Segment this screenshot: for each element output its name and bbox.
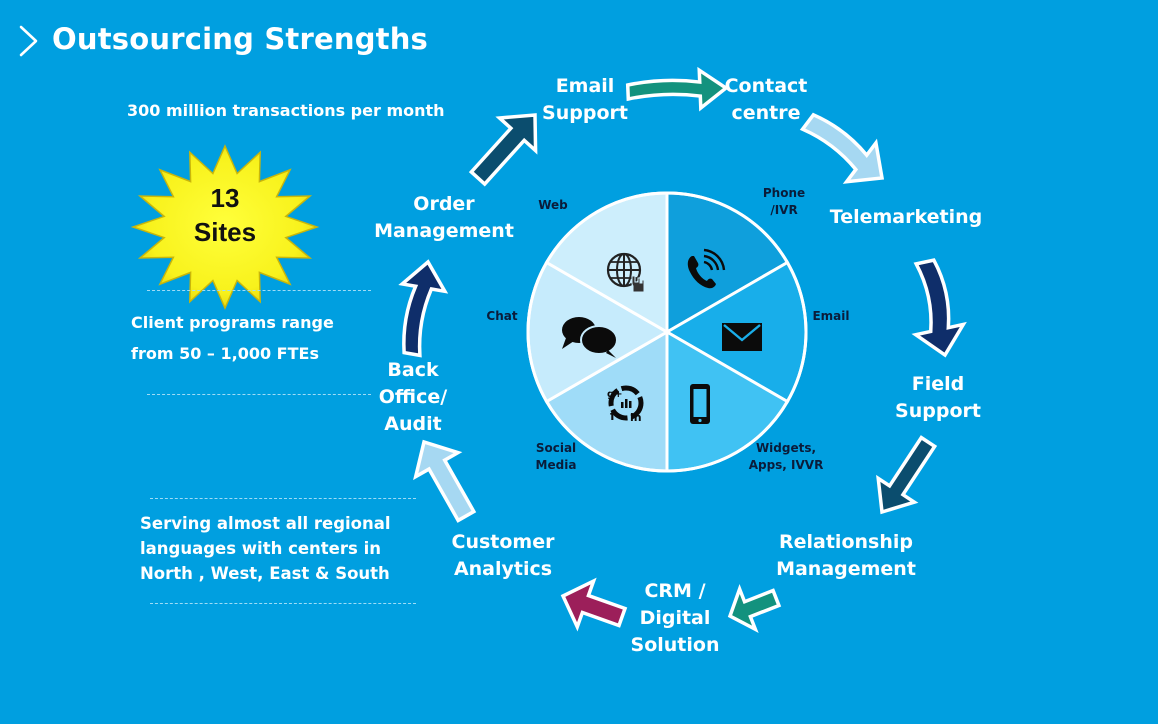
phone-icon <box>687 248 726 289</box>
chat-bubbles-icon <box>562 317 618 358</box>
pie-label-email: Email <box>812 309 850 323</box>
divider <box>147 394 371 395</box>
arrow-analytics-to-back-icon <box>413 439 477 523</box>
pie-outline <box>526 191 808 473</box>
envelope-icon <box>722 323 762 351</box>
pie-label-web: Web <box>538 198 568 212</box>
pie-label-phone-ivr: Phone/IVR <box>762 186 806 217</box>
node-telemarketing: Telemarketing <box>829 206 983 228</box>
pie-label-widgets-apps-ivvr: Widgets,Apps, IVVR <box>748 441 824 472</box>
sites-badge: 13 Sites <box>130 142 320 312</box>
divider <box>150 603 416 604</box>
languages-line-3: North , West, East & South <box>140 564 390 583</box>
arrow-contact-to-telemarketing-icon <box>799 112 885 184</box>
pie-label-chat: Chat <box>486 309 518 323</box>
svg-text:in: in <box>630 411 642 424</box>
client-programs-line-2: from 50 – 1,000 FTEs <box>131 344 319 363</box>
starburst-icon <box>130 144 320 310</box>
arrow-back-to-order-icon <box>398 259 449 358</box>
arrow-crm-to-analytics-icon <box>560 577 628 632</box>
divider <box>147 290 371 291</box>
smartphone-icon <box>690 384 710 424</box>
svg-text:g+: g+ <box>607 389 623 400</box>
divider <box>150 498 416 499</box>
languages-line-1: Serving almost all regional <box>140 514 391 533</box>
client-programs-line-1: Client programs range <box>131 313 334 332</box>
web-globe-icon <box>606 252 645 293</box>
languages-line-2: languages with centers in <box>140 539 381 558</box>
svg-text:f: f <box>610 409 616 423</box>
arrow-field-to-relationship-icon <box>876 435 938 515</box>
arrow-email-to-contact-icon <box>625 66 729 112</box>
chevron-right-icon <box>19 25 38 57</box>
arrow-order-to-email-icon <box>468 113 538 187</box>
social-media-icon: g+ f in <box>607 385 644 424</box>
arrow-telemarketing-to-field-icon <box>911 258 967 358</box>
arrow-relationship-to-crm-icon <box>727 584 782 633</box>
sites-label: Sites <box>193 217 257 247</box>
transactions-stat: 300 million transactions per month <box>127 101 445 120</box>
sites-count: 13 <box>210 183 240 213</box>
page-title: Outsourcing Strengths <box>52 22 429 56</box>
